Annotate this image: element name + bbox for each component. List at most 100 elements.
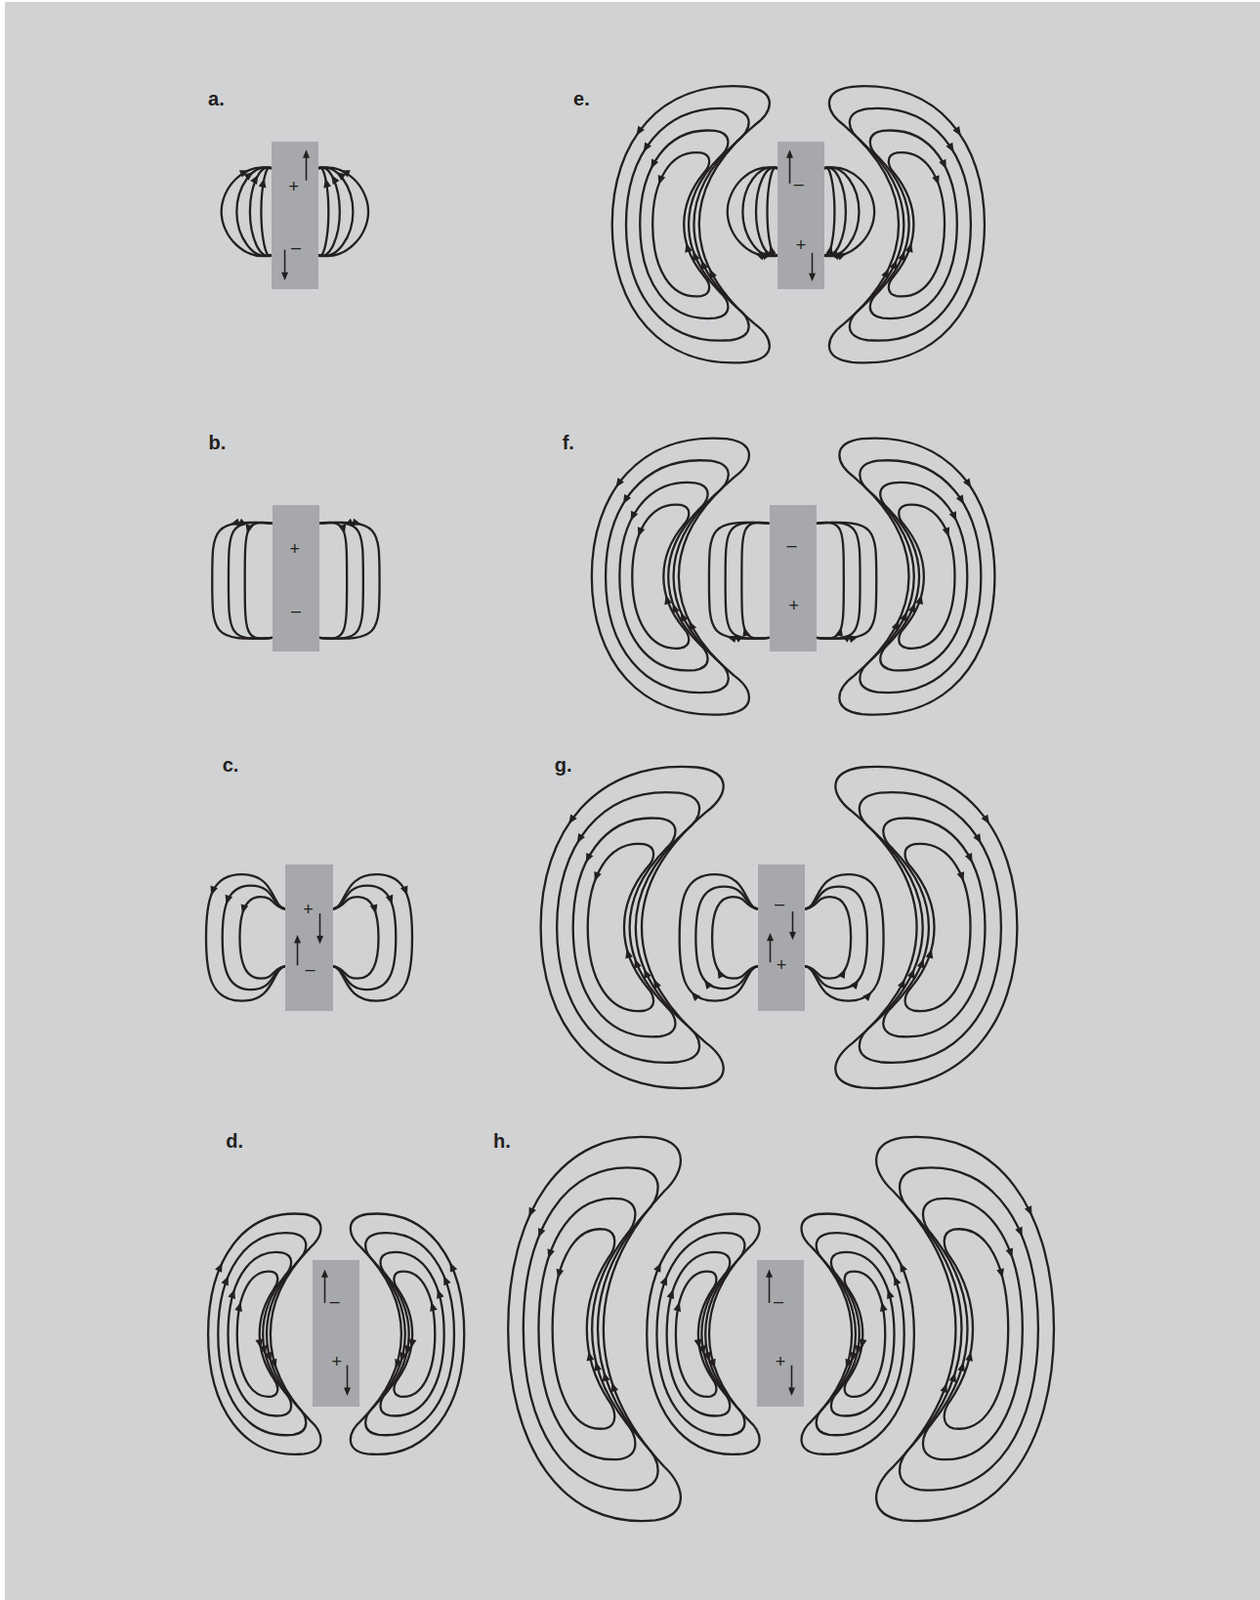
field-line xyxy=(319,522,380,639)
arrowhead xyxy=(837,252,847,260)
panel-label: h. xyxy=(493,1131,511,1151)
arrowhead xyxy=(210,884,218,895)
field-line-group xyxy=(206,85,1054,1521)
current-arrow xyxy=(768,1275,771,1303)
arrowhead xyxy=(766,932,774,941)
field-line xyxy=(944,1228,1008,1428)
field-line xyxy=(880,482,967,672)
field-line xyxy=(824,167,860,256)
panel-label: g. xyxy=(554,755,573,775)
arrowhead xyxy=(623,494,631,504)
arrowhead xyxy=(848,634,859,643)
arrowhead xyxy=(281,272,289,281)
charge-sign: + xyxy=(289,177,300,196)
charge-sign: + xyxy=(302,900,314,919)
field-line xyxy=(888,152,945,296)
arrowhead xyxy=(907,968,915,979)
field-line xyxy=(523,1167,659,1490)
field-line xyxy=(318,167,340,256)
arrowhead xyxy=(340,169,351,177)
arrowhead xyxy=(429,1302,438,1312)
charge-sign: + xyxy=(775,1352,787,1371)
arrowhead xyxy=(370,903,378,914)
field-line xyxy=(905,843,971,1011)
arrowhead xyxy=(755,252,765,260)
arrowhead xyxy=(862,992,872,1003)
field-line xyxy=(646,1214,759,1455)
charge-sign: – xyxy=(774,894,785,913)
charge-sign: – xyxy=(291,238,301,256)
current-arrow xyxy=(345,1365,348,1390)
arrowhead xyxy=(616,477,626,488)
field-line xyxy=(318,167,369,256)
arrowhead xyxy=(254,1338,263,1348)
field-line xyxy=(365,1232,455,1435)
field-line xyxy=(217,1232,306,1435)
field-line xyxy=(667,1252,731,1417)
field-line xyxy=(829,85,985,363)
current-arrows xyxy=(769,504,817,652)
arrowhead xyxy=(653,1262,662,1273)
panel-label: c. xyxy=(222,755,240,775)
field-line xyxy=(816,522,861,639)
field-line xyxy=(656,1232,745,1435)
current-arrow xyxy=(789,156,792,184)
arrowhead xyxy=(1024,1205,1033,1216)
arrowhead xyxy=(742,627,751,637)
current-arrows xyxy=(271,141,319,289)
current-arrows xyxy=(777,141,825,289)
arrowhead xyxy=(230,518,241,527)
arrowhead xyxy=(302,150,310,159)
field-line xyxy=(208,1214,321,1455)
field-line xyxy=(573,818,676,1038)
antenna-rod: –+ xyxy=(756,1260,804,1407)
arrowhead xyxy=(351,518,362,527)
arrowhead xyxy=(786,150,794,159)
field-line xyxy=(631,504,689,649)
field-line xyxy=(239,896,286,979)
arrowhead xyxy=(593,1361,602,1372)
arrowhead xyxy=(972,833,981,843)
current-arrow xyxy=(792,911,795,934)
field-line xyxy=(741,522,769,639)
arrowhead xyxy=(808,273,816,282)
antenna-rod: +– xyxy=(285,864,333,1011)
arrowhead xyxy=(443,1275,451,1286)
charge-sign: – xyxy=(291,601,301,620)
panel-label: b. xyxy=(209,432,227,453)
arrowhead xyxy=(538,1227,546,1238)
field-line xyxy=(318,167,354,256)
arrowhead xyxy=(630,510,639,521)
field-line xyxy=(824,167,846,256)
arrowhead xyxy=(765,1268,773,1277)
arrowhead xyxy=(905,243,914,253)
arrowhead xyxy=(602,1371,611,1382)
arrowhead xyxy=(838,968,846,979)
field-line xyxy=(679,874,758,1002)
arrowhead xyxy=(660,1275,668,1286)
arrowhead xyxy=(586,852,594,863)
field-line xyxy=(250,167,272,256)
arrowhead xyxy=(385,894,394,905)
field-line xyxy=(844,1271,886,1397)
arrowhead xyxy=(938,159,947,169)
arrowhead xyxy=(241,903,250,914)
arrowhead xyxy=(893,1275,901,1286)
arrowhead xyxy=(931,174,939,185)
current-arrow xyxy=(811,252,814,276)
charge-sign: – xyxy=(305,960,316,978)
field-line xyxy=(379,1252,444,1417)
field-line xyxy=(393,1271,435,1397)
field-line xyxy=(206,874,286,1002)
current-arrow xyxy=(305,156,308,181)
arrowhead xyxy=(568,814,578,825)
arrowhead xyxy=(942,527,950,538)
arrowhead xyxy=(658,174,666,185)
current-arrow xyxy=(296,940,299,966)
field-line xyxy=(591,438,750,715)
field-line xyxy=(605,460,729,693)
charge-sign: + xyxy=(331,1352,342,1371)
field-line xyxy=(211,522,273,639)
arrowhead xyxy=(945,142,954,153)
